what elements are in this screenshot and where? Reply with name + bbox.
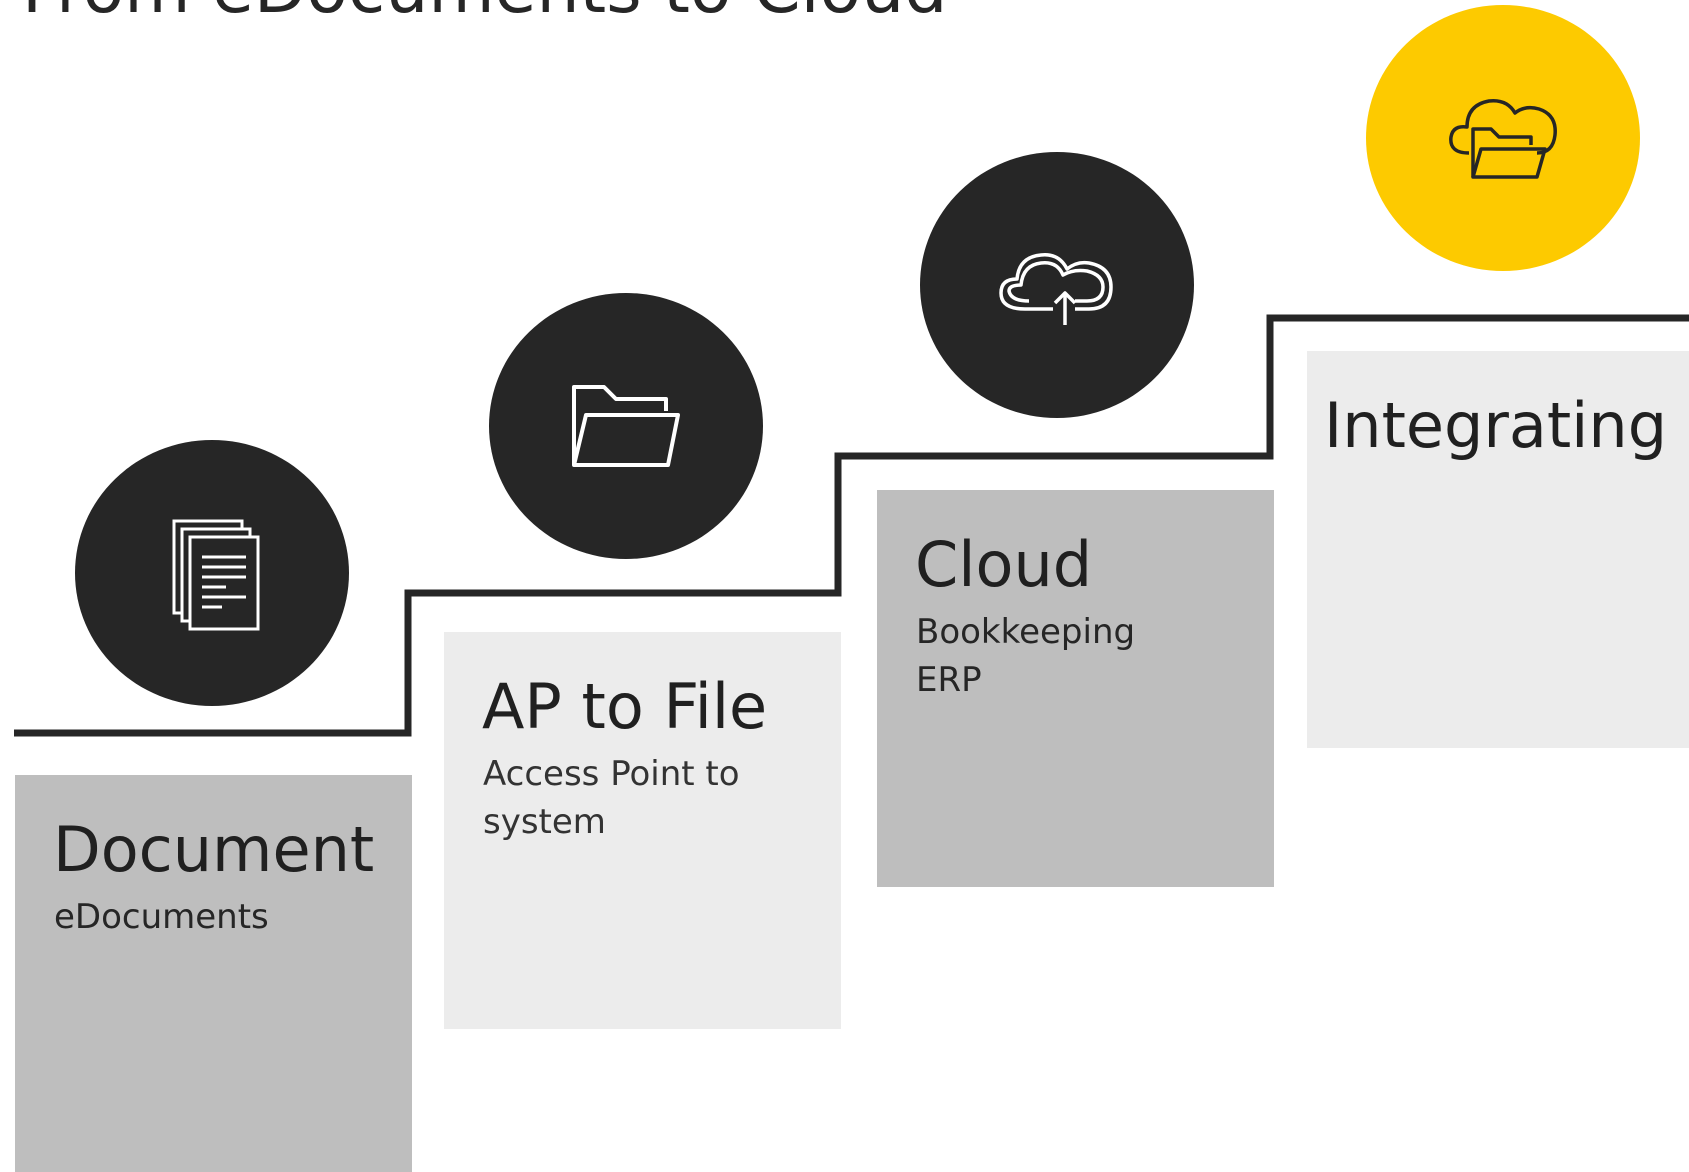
step-1-subtitle: eDocuments	[54, 897, 269, 937]
step-2-circle	[489, 293, 763, 559]
diagram-title: From eDocuments to Cloud	[22, 0, 947, 24]
documents-icon	[162, 513, 262, 633]
step-1-box: Document eDocuments	[15, 775, 412, 1172]
step-1-title: Document	[53, 813, 375, 886]
step-3-title: Cloud	[915, 528, 1093, 601]
step-2-box: AP to File Access Point to system	[444, 632, 841, 1029]
step-3-subtitle: Bookkeeping ERP	[916, 612, 1136, 700]
cloud-upload-icon	[995, 243, 1119, 327]
step-3-circle	[920, 152, 1194, 418]
step-4-box: Integrating	[1307, 351, 1689, 748]
step-1-circle	[75, 440, 349, 706]
step-2-title: AP to File	[482, 670, 768, 743]
step-4-circle	[1366, 5, 1640, 271]
step-3-box: Cloud Bookkeeping ERP	[877, 490, 1274, 887]
step-4-title: Integrating	[1324, 389, 1668, 462]
folder-icon	[566, 381, 686, 471]
cloud-folder-icon	[1445, 93, 1561, 183]
step-2-subtitle: Access Point to system	[483, 754, 740, 842]
